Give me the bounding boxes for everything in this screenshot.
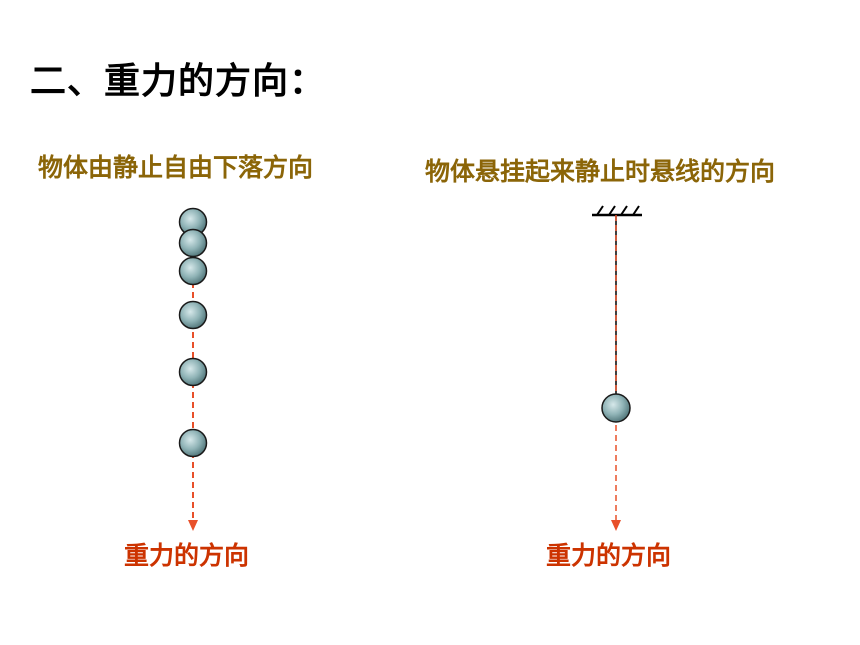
hanging-arrowhead: [611, 520, 621, 531]
falling-ball: [178, 428, 208, 458]
free-fall-caption: 物体由静止自由下落方向: [38, 153, 314, 182]
falling-ball: [178, 256, 208, 286]
slide-title: 二、重力的方向：: [30, 61, 327, 102]
falling-ball: [178, 300, 208, 330]
falling-ball: [178, 357, 208, 387]
free-fall-gravity-label: 重力的方向: [124, 541, 250, 570]
hanging-ball: [601, 393, 631, 423]
falling-ball: [178, 228, 208, 258]
ceiling-support: [592, 205, 642, 217]
hanging-caption: 物体悬挂起来静止时悬线的方向: [425, 157, 776, 186]
hanging-gravity-label: 重力的方向: [546, 541, 672, 570]
free-fall-arrowhead: [188, 520, 198, 531]
